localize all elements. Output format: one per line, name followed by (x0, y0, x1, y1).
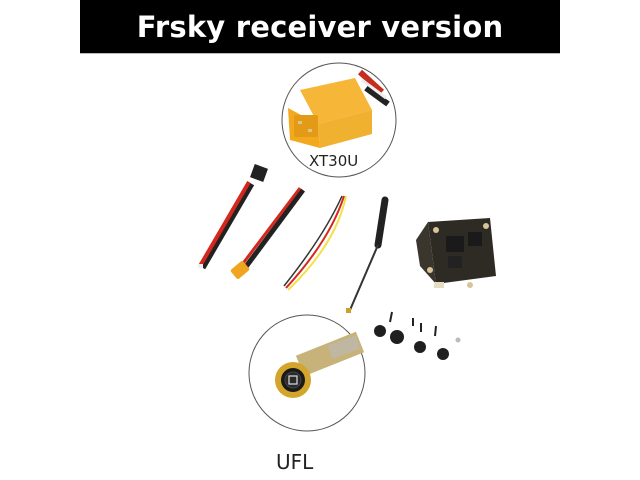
xt30u-callout-circle (281, 62, 397, 178)
ufl-callout-circle (248, 314, 366, 432)
mounting-hardware (374, 311, 461, 360)
flight-controller-board (416, 218, 496, 288)
xt30u-label: XT30U (309, 152, 359, 170)
signal-lead (283, 195, 347, 291)
antenna (346, 196, 389, 313)
ufl-label: UFL (276, 450, 314, 474)
title-banner: Frsky receiver version (80, 0, 560, 54)
banner-title: Frsky receiver version (136, 9, 504, 44)
xt30u-connector-icon (288, 78, 372, 148)
power-lead-jst (198, 164, 268, 270)
xt30-lead (230, 187, 306, 279)
ufl-connector-icon (275, 362, 311, 398)
